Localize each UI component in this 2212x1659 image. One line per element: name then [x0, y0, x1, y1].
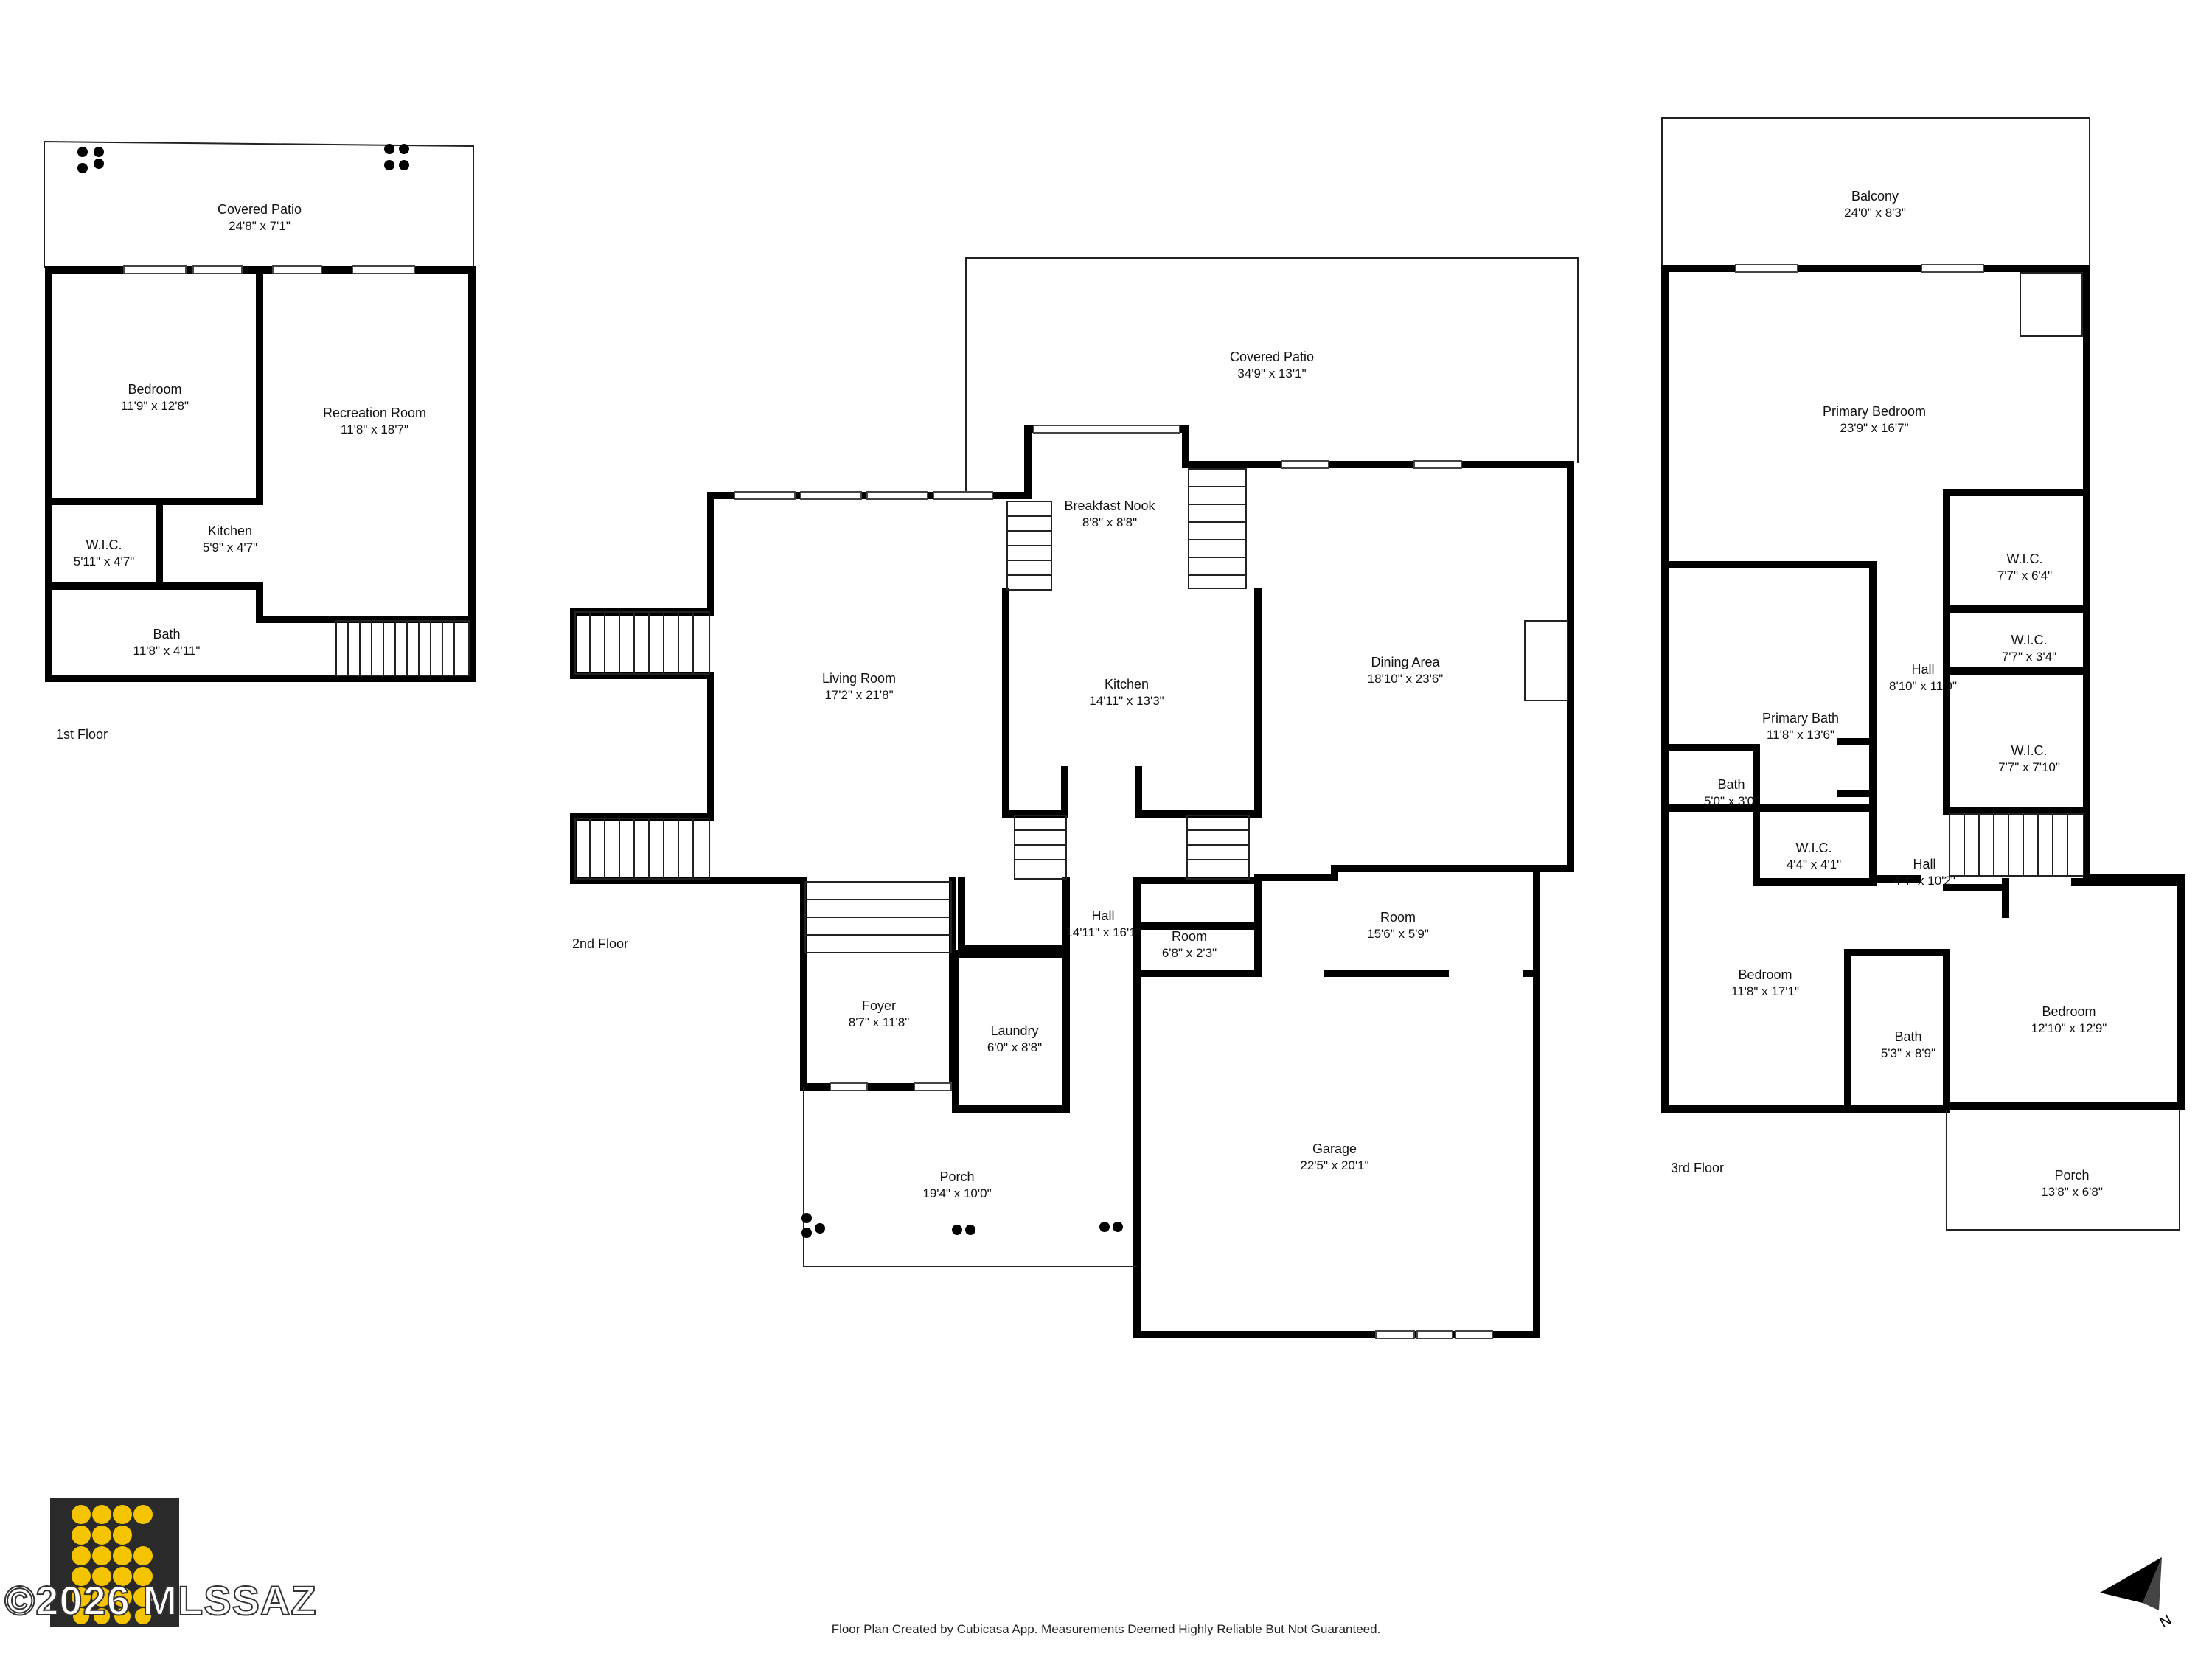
room-name: Bath: [1717, 777, 1745, 792]
room-dims: 22'5" x 20'1": [1300, 1158, 1368, 1172]
room-name: W.I.C.: [1796, 841, 1832, 855]
room-dims: 24'0" x 8'3": [1844, 206, 1906, 220]
room-name: W.I.C.: [2011, 633, 2048, 647]
room-dims: 6'0" x 8'8": [987, 1040, 1042, 1054]
room-name: Room: [1380, 910, 1416, 925]
floor-label: 1st Floor: [56, 727, 108, 742]
room-name: Primary Bedroom: [1823, 404, 1926, 419]
room-name: Covered Patio: [218, 202, 302, 217]
room-dims: 23'9" x 16'7": [1840, 421, 1908, 435]
logo-dots-icon: [72, 1505, 153, 1624]
disclaimer-text: Floor Plan Created by Cubicasa App. Meas…: [831, 1622, 1381, 1636]
room-name: Dining Area: [1371, 655, 1440, 669]
room-dims: 11'8" x 4'11": [133, 644, 201, 658]
room-name: Laundry: [990, 1023, 1038, 1038]
room-dims: 5'3" x 8'9": [1881, 1046, 1935, 1060]
room-name: Bedroom: [128, 382, 181, 397]
window: [352, 265, 415, 274]
room-name: Living Room: [822, 671, 896, 686]
room-dims: 11'8" x 18'7": [341, 422, 408, 437]
room-dims: 12'10" x 12'9": [2031, 1021, 2107, 1035]
room-dims: 19'4" x 10'0": [922, 1186, 991, 1200]
room-dims: 13'8" x 6'8": [2041, 1185, 2103, 1199]
room-dims: 8'10" x 11'9": [1889, 679, 1957, 693]
balcony-outline: [1661, 117, 2090, 267]
room-dims: 7'7" x 3'4": [2002, 650, 2056, 664]
room-dims: 5'0" x 3'0": [1704, 794, 1759, 808]
room-dims: 15'6" x 5'9": [1367, 927, 1429, 941]
copyright-watermark: ©2026 MLSSAZ: [4, 1576, 317, 1624]
room-dims: 4'4" x 10'2": [1893, 874, 1955, 888]
north-arrow-icon: N: [2100, 1557, 2175, 1631]
room-name: Recreation Room: [323, 406, 426, 420]
porch-posts: [801, 1213, 1123, 1238]
porch-outline: [803, 1087, 1137, 1267]
floor-2: Covered Patio 34'9" x 13'1" Breakfast No…: [570, 257, 1579, 1339]
compass-label: N: [2157, 1612, 2175, 1631]
window: [123, 265, 187, 274]
room-dims: 11'8" x 17'1": [1731, 984, 1799, 998]
porch-outline: [1946, 1110, 2180, 1231]
room-name: Hall: [1091, 908, 1114, 923]
room-name: Hall: [1913, 857, 1935, 872]
room-name: Bedroom: [2042, 1004, 2096, 1019]
window: [192, 265, 243, 274]
floor-1-stairs: [335, 620, 470, 676]
room-name: W.I.C.: [2007, 552, 2043, 566]
room-dims: 11'8" x 13'6": [1767, 728, 1834, 742]
covered-patio-outline: [965, 257, 1579, 494]
room-dims: 34'9" x 13'1": [1237, 366, 1306, 380]
patio-posts: [77, 144, 409, 173]
floor-1-outer-wall: [45, 266, 476, 682]
room-name: Kitchen: [1105, 677, 1149, 692]
room-dims: 6'8" x 2'3": [1162, 946, 1217, 960]
room-dims: 7'7" x 6'4": [1997, 568, 2052, 582]
room-dims: 8'8" x 8'8": [1082, 515, 1137, 529]
room-dims: 5'9" x 4'7": [203, 540, 257, 554]
room-name: Porch: [939, 1169, 974, 1184]
room-dims: 11'9" x 12'8": [121, 399, 189, 413]
floor-label: 3rd Floor: [1671, 1161, 1724, 1175]
floor-3: Balcony 24'0" x 8'3" Primary Bedroom 23'…: [1661, 117, 2185, 1231]
room-name: Bath: [1894, 1029, 1921, 1044]
room-name: Primary Bath: [1762, 711, 1839, 726]
room-dims: 8'7" x 11'8": [849, 1015, 910, 1029]
floor-3-outer-wall: [1661, 265, 2185, 1113]
floor-3-stairs: [1949, 813, 2084, 877]
room-dims: 14'11" x 13'3": [1089, 694, 1164, 708]
room-name: W.I.C.: [2011, 743, 2048, 758]
room-name: Garage: [1312, 1141, 1357, 1156]
room-name: Porch: [2054, 1168, 2089, 1183]
garage-walls: [1133, 975, 1540, 1338]
room-name: Balcony: [1851, 189, 1899, 204]
room-name: Bedroom: [1738, 967, 1792, 982]
room-name: Kitchen: [208, 524, 252, 538]
room-name: Bath: [153, 627, 180, 641]
room-dims: 4'4" x 4'1": [1787, 858, 1841, 872]
room-name: Breakfast Nook: [1064, 498, 1155, 513]
room-dims: 18'10" x 23'6": [1368, 672, 1444, 686]
fireplace: [1524, 620, 1568, 701]
floor-label: 2nd Floor: [572, 936, 628, 951]
mls-logo: [50, 1498, 179, 1627]
room-dims: 5'11" x 4'7": [74, 554, 135, 568]
room-dims: 14'11" x 16'1": [1065, 925, 1140, 939]
room-name: W.I.C.: [86, 538, 122, 552]
room-dims: 24'8" x 7'1": [229, 219, 291, 233]
window: [272, 265, 322, 274]
room-dims: 17'2" x 21'8": [824, 688, 893, 702]
room-name: Hall: [1911, 662, 1934, 677]
room-dims: 7'7" x 7'10": [1998, 760, 2060, 774]
room-name: Room: [1172, 929, 1207, 944]
floor-2-stairs: [574, 468, 1250, 953]
floor-1: Covered Patio 24'8" x 7'1" Bedroom 11'9"…: [44, 140, 476, 742]
room-name: Covered Patio: [1230, 349, 1314, 364]
room-name: Foyer: [862, 998, 896, 1013]
